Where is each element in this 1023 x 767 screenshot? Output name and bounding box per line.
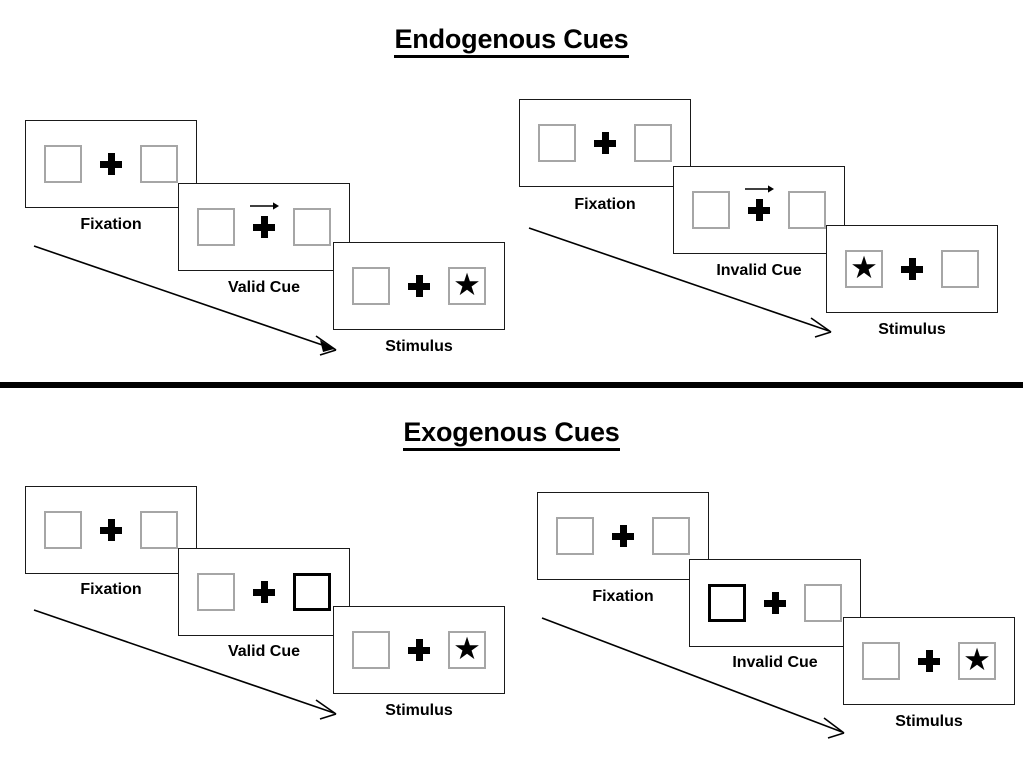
fixation-cross-icon: [100, 153, 122, 175]
caption-exo-invalid-fixation: Fixation: [592, 588, 654, 605]
fixation-cross-icon: [745, 185, 774, 221]
panel-endo-valid-fixation: [25, 120, 197, 208]
panel-endo-invalid-cue: [673, 166, 845, 254]
fixation-cross-icon: [408, 275, 430, 297]
fixation-cross-icon: [250, 202, 279, 238]
arrow-right-icon: [745, 185, 774, 193]
section-title-exogenous: Exogenous Cues: [0, 417, 1023, 451]
right-target-box: ★: [958, 642, 996, 680]
left-placeholder-box: [44, 511, 82, 549]
panel-exo-valid-stimulus: ★: [333, 606, 505, 694]
caption-endo-invalid-fixation: Fixation: [574, 196, 636, 213]
panel-content: [538, 124, 672, 162]
right-placeholder-box: [140, 145, 178, 183]
panel-endo-valid-stimulus: ★: [333, 242, 505, 330]
star-target-icon: ★: [453, 267, 481, 302]
arrow-right-icon: [250, 202, 279, 210]
fixation-cross-icon: [918, 650, 940, 672]
left-cued-box: [708, 584, 746, 622]
panel-content: ★: [862, 642, 996, 680]
right-placeholder-box: [788, 191, 826, 229]
left-placeholder-box: [197, 573, 235, 611]
fixation-cross-icon: [408, 639, 430, 661]
right-placeholder-box: [634, 124, 672, 162]
time-flow-arrow-icon: [528, 227, 832, 338]
section-title-exogenous-text: Exogenous Cues: [403, 417, 620, 451]
right-placeholder-box: [293, 208, 331, 246]
fixation-cross-icon: [100, 519, 122, 541]
caption-exo-valid-stimulus: Stimulus: [385, 702, 453, 719]
time-flow-arrow-icon: [541, 617, 845, 739]
left-placeholder-box: [538, 124, 576, 162]
fixation-cross-icon: [764, 592, 786, 614]
left-placeholder-box: [197, 208, 235, 246]
left-placeholder-box: [352, 267, 390, 305]
time-flow-arrow-icon: [33, 609, 337, 720]
right-cued-box: [293, 573, 331, 611]
panel-endo-invalid-fixation: [519, 99, 691, 187]
panel-exo-valid-fixation: [25, 486, 197, 574]
panel-content: [44, 511, 178, 549]
fixation-cross-icon: [253, 581, 275, 603]
panel-content: [197, 202, 331, 246]
panel-content: [692, 185, 826, 229]
panel-content: ★: [845, 250, 979, 288]
panel-content: [708, 584, 842, 622]
panel-endo-valid-cue: [178, 183, 350, 271]
panel-content: ★: [352, 267, 486, 305]
right-placeholder-box: [652, 517, 690, 555]
right-target-box: ★: [448, 631, 486, 669]
fixation-cross-icon: [594, 132, 616, 154]
caption-exo-invalid-cue: Invalid Cue: [732, 654, 818, 671]
panel-content: [44, 145, 178, 183]
left-placeholder-box: [862, 642, 900, 680]
caption-exo-valid-fixation: Fixation: [80, 581, 142, 598]
right-placeholder-box: [140, 511, 178, 549]
caption-endo-invalid-cue: Invalid Cue: [716, 262, 802, 279]
left-placeholder-box: [556, 517, 594, 555]
left-placeholder-box: [352, 631, 390, 669]
left-target-box: ★: [845, 250, 883, 288]
panel-exo-valid-cue: [178, 548, 350, 636]
left-placeholder-box: [44, 145, 82, 183]
caption-exo-valid-cue: Valid Cue: [227, 643, 301, 660]
right-placeholder-box: [804, 584, 842, 622]
right-placeholder-box: [941, 250, 979, 288]
caption-endo-valid-stimulus: Stimulus: [385, 338, 453, 355]
panel-endo-invalid-stimulus: ★: [826, 225, 998, 313]
section-divider: [0, 382, 1023, 388]
panel-exo-invalid-fixation: [537, 492, 709, 580]
right-target-box: ★: [448, 267, 486, 305]
panel-content: [197, 573, 331, 611]
panel-content: ★: [352, 631, 486, 669]
caption-endo-invalid-stimulus: Stimulus: [878, 321, 946, 338]
panel-exo-invalid-cue: [689, 559, 861, 647]
star-target-icon: ★: [850, 250, 878, 285]
caption-exo-invalid-stimulus: Stimulus: [895, 713, 963, 730]
section-title-endogenous: Endogenous Cues: [0, 24, 1023, 58]
star-target-icon: ★: [963, 642, 991, 677]
section-title-endogenous-text: Endogenous Cues: [394, 24, 629, 58]
left-placeholder-box: [692, 191, 730, 229]
time-flow-arrow-icon: [33, 245, 337, 356]
caption-endo-valid-fixation: Fixation: [80, 216, 142, 233]
caption-endo-valid-cue: Valid Cue: [227, 279, 301, 296]
panel-exo-invalid-stimulus: ★: [843, 617, 1015, 705]
star-target-icon: ★: [453, 631, 481, 666]
panel-content: [556, 517, 690, 555]
fixation-cross-icon: [612, 525, 634, 547]
fixation-cross-icon: [901, 258, 923, 280]
